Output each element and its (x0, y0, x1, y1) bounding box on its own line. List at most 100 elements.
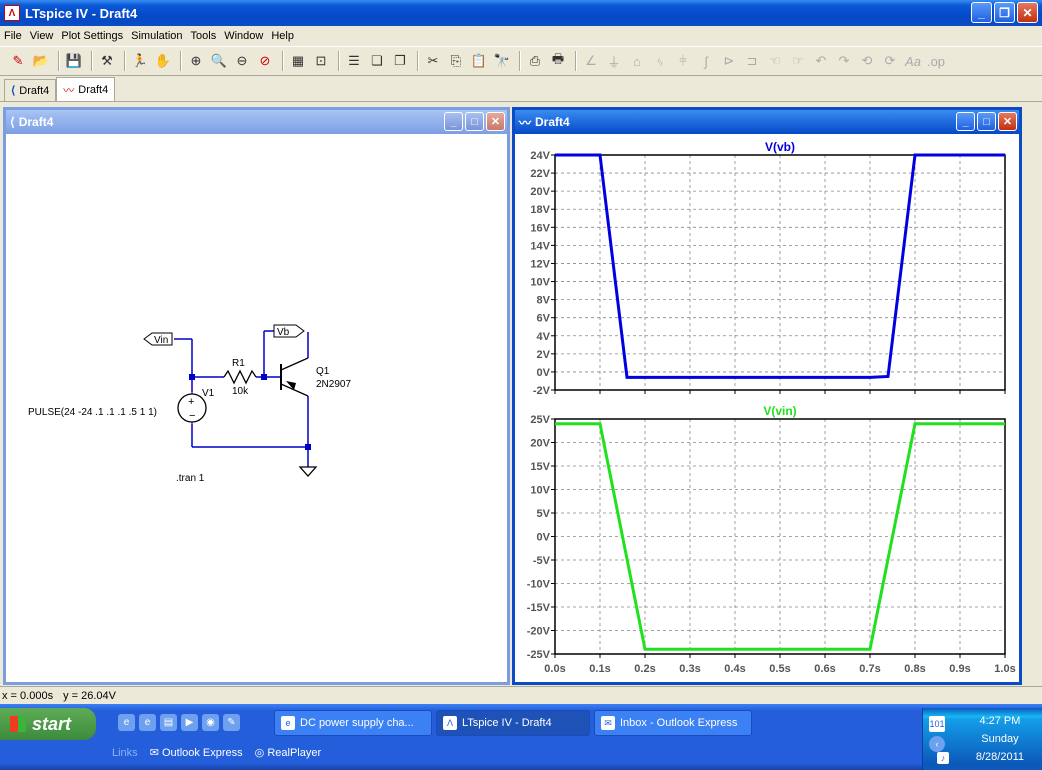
volume-icon[interactable]: ♪ (937, 752, 949, 764)
component-icon[interactable]: ⊐ (746, 53, 758, 68)
drag-icon[interactable]: ☞ (792, 53, 804, 68)
cursor-y-readout: y = 26.04V (63, 689, 116, 702)
x-tick-label: 1.0s (994, 663, 1015, 675)
menu-simulation[interactable]: Simulation (131, 30, 183, 42)
halt-icon[interactable]: ✋ (154, 53, 172, 68)
y-tick-label: 0V (537, 367, 551, 379)
media-player-icon[interactable]: ▶ (181, 714, 198, 731)
print-setup-icon[interactable]: ⎙ (529, 53, 541, 68)
open-icon[interactable]: 📂 (32, 53, 50, 68)
mirror-icon[interactable]: ⟳ (884, 53, 896, 68)
schematic-canvas[interactable]: Vin Vb R1 10k + − V1 PULSE(24 -24 .1 (6, 134, 507, 682)
ground-icon[interactable]: ⏚ (607, 54, 621, 70)
cut-icon[interactable]: ✂ (427, 53, 439, 68)
rotate-icon[interactable]: ⟲ (861, 53, 873, 68)
folder-icon[interactable]: ▤ (160, 714, 177, 731)
x-tick-label: 0.0s (544, 663, 565, 675)
task-ie-window[interactable]: e DC power supply cha... (274, 710, 432, 736)
menu-view[interactable]: View (29, 30, 54, 42)
autorange-icon[interactable]: ▦ (291, 53, 305, 68)
plot-frame (554, 418, 1006, 655)
menu-file[interactable]: File (4, 30, 22, 42)
tab-schematic[interactable]: ⟨ Draft4 (4, 79, 57, 101)
redo-icon[interactable]: ↷ (838, 53, 850, 68)
cascade-icon[interactable]: ❏ (371, 53, 383, 68)
voltage-source-v1[interactable]: + − V1 PULSE(24 -24 .1 .1 .1 .5 1 1) (28, 388, 215, 424)
spice-directive[interactable]: .tran 1 (176, 473, 205, 484)
diode-icon[interactable]: ⊳ (723, 53, 735, 68)
y-tick-label: 5V (537, 508, 551, 520)
tab-waveform[interactable]: 〰 Draft4 (56, 77, 116, 101)
zoom-extents-icon[interactable]: ⊡ (315, 53, 327, 68)
y-tick-label: -25V (527, 649, 551, 661)
x-tick-label: 0.4s (724, 663, 745, 675)
undo-icon[interactable]: ↶ (815, 53, 827, 68)
task-outlook-window[interactable]: ✉ Inbox - Outlook Express (594, 710, 752, 736)
y-tick-label: -2V (533, 385, 551, 397)
find-icon[interactable]: 🔭 (493, 53, 511, 68)
tile-horizontal-icon[interactable]: ☰ (348, 53, 360, 68)
inductor-icon[interactable]: ∫ (704, 53, 708, 69)
label-net-icon[interactable]: ⌂ (633, 53, 641, 69)
close-button[interactable]: ✕ (486, 112, 505, 131)
transistor-q1[interactable]: Q1 2N2907 (280, 357, 351, 397)
paint-icon[interactable]: ✎ (223, 714, 240, 731)
pan-icon[interactable]: 🔍 (210, 53, 228, 68)
task-ltspice-window[interactable]: Λ LTspice IV - Draft4 (436, 710, 590, 736)
menu-help[interactable]: Help (271, 30, 294, 42)
print-icon[interactable]: 🖶 (551, 51, 565, 66)
close-button[interactable]: ✕ (1017, 2, 1038, 23)
outlook-icon: ✉ (601, 716, 615, 730)
restore-button[interactable]: ❐ (994, 2, 1015, 23)
save-icon[interactable]: 💾 (65, 53, 83, 68)
links-toolbar: Links ✉ Outlook Express ◎ RealPlayer (112, 746, 322, 760)
start-button[interactable]: start (0, 708, 96, 740)
minimize-button[interactable]: _ (956, 112, 975, 131)
net-label-vb[interactable]: Vb (273, 324, 305, 338)
ltspice-logo-icon[interactable]: Λ (4, 5, 20, 21)
copy-icon[interactable]: ⎘ (450, 53, 462, 68)
clock[interactable]: 4:27 PM Sunday 8/28/2011 (976, 712, 1024, 766)
y-tick-label: -15V (527, 602, 551, 614)
zoom-out-icon[interactable]: ⊖ (236, 53, 248, 68)
control-panel-icon[interactable]: ⚒ (101, 53, 113, 68)
run-icon[interactable]: 🏃 (131, 53, 149, 68)
expand-tray-icon[interactable]: ‹ (929, 736, 945, 752)
y-tick-label: 14V (530, 240, 550, 252)
capacitor-icon[interactable]: ⫩ (679, 53, 687, 68)
wire-icon[interactable]: ∠ (585, 53, 597, 68)
new-schematic-icon[interactable]: ✎ (12, 53, 24, 68)
net-label-vin[interactable]: Vin (143, 332, 173, 346)
tray-app-icon[interactable]: 101 (929, 716, 945, 732)
resistor-icon[interactable]: ᛃ (656, 53, 664, 69)
menu-tools[interactable]: Tools (190, 30, 217, 42)
zoom-cancel-icon[interactable]: ⊘ (259, 53, 271, 68)
menu-window[interactable]: Window (224, 30, 264, 42)
link-realplayer[interactable]: ◎ RealPlayer (254, 747, 322, 759)
menu-plot-settings[interactable]: Plot Settings (61, 30, 124, 42)
close-button[interactable]: ✕ (998, 112, 1017, 131)
ground-symbol[interactable] (298, 466, 318, 477)
maximize-button[interactable]: □ (465, 112, 484, 131)
ie-icon[interactable]: e (118, 714, 135, 731)
link-outlook-express[interactable]: ✉ Outlook Express (149, 747, 243, 759)
minimize-button[interactable]: _ (444, 112, 463, 131)
component-value: 10k (232, 386, 249, 397)
start-label: start (32, 713, 72, 734)
text-icon[interactable]: Aa (905, 53, 921, 69)
maximize-button[interactable]: □ (977, 112, 996, 131)
clock-time: 4:27 PM (979, 715, 1021, 727)
zoom-in-icon[interactable]: ⊕ (190, 53, 202, 68)
spice-directive-icon[interactable]: .op (926, 53, 946, 69)
y-tick-label: 2V (537, 349, 551, 361)
ie-alt-icon[interactable]: e (139, 714, 156, 731)
network-icon[interactable]: ◉ (202, 714, 219, 731)
toolbar-separator (417, 51, 419, 71)
move-icon[interactable]: ☜ (769, 53, 781, 68)
minimize-button[interactable]: _ (971, 2, 992, 23)
tile-vertical-icon[interactable]: ❐ (394, 53, 406, 68)
paste-icon[interactable]: 📋 (470, 53, 488, 68)
junction-dot (261, 374, 267, 380)
resistor-r1[interactable]: R1 10k (223, 358, 257, 397)
waveform-plot-canvas[interactable]: V(vb)24V22V20V18V16V14V12V10V8V6V4V2V0V-… (515, 134, 1019, 682)
